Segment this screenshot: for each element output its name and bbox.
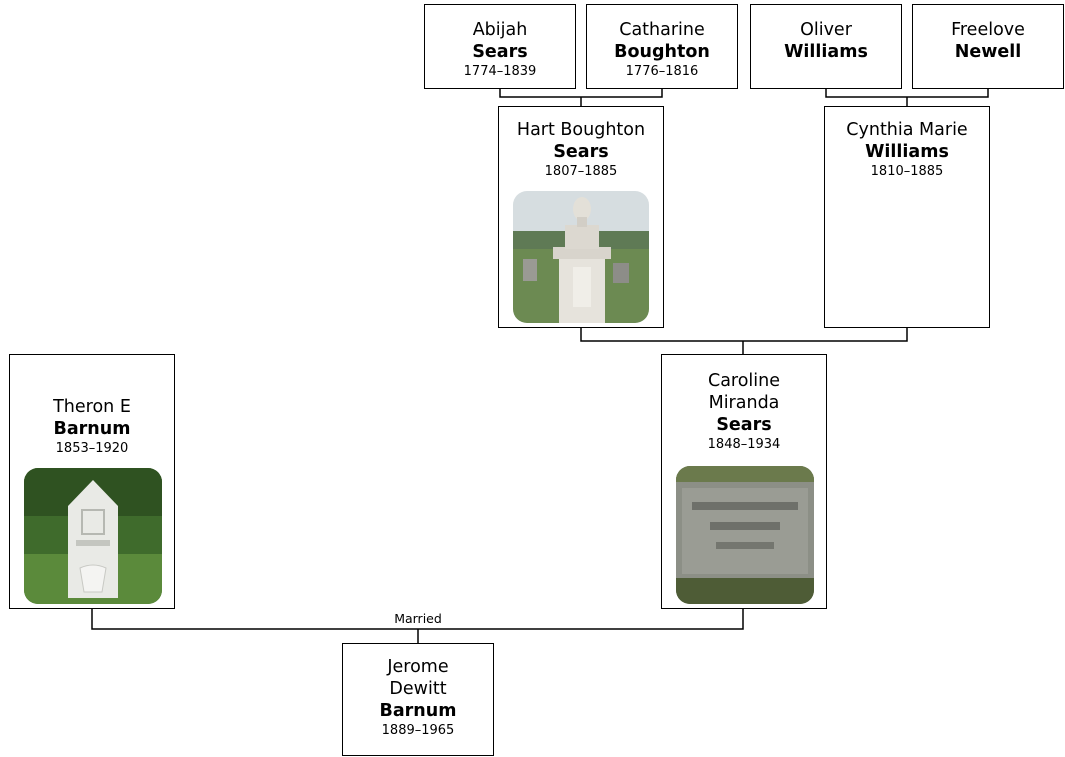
- surname: Barnum: [379, 701, 457, 721]
- given-name: Abijah: [472, 20, 528, 40]
- surname: Newell: [954, 42, 1022, 62]
- given-name: Cynthia Marie: [846, 120, 968, 140]
- life-dates: 1774–1839: [463, 64, 537, 79]
- marriage-label: Married: [394, 611, 442, 626]
- life-dates: 1807–1885: [544, 164, 618, 179]
- gravestone-photo[interactable]: [24, 468, 162, 604]
- person-card-theron-e-barnum[interactable]: Theron E Barnum 1853–1920: [9, 354, 175, 609]
- given-name: Freelove: [951, 20, 1025, 40]
- gravestone-photo[interactable]: [513, 191, 649, 323]
- person-card-jerome-dewitt-barnum[interactable]: Jerome Dewitt Barnum 1889–1965: [342, 643, 494, 756]
- life-dates: 1853–1920: [55, 441, 129, 456]
- surname: Boughton: [614, 42, 710, 62]
- life-dates: 1848–1934: [707, 437, 781, 452]
- person-card-cynthia-marie-williams[interactable]: Cynthia Marie Williams 1810–1885: [824, 106, 990, 328]
- surname: Barnum: [53, 419, 131, 439]
- grave-plaque-image: [676, 466, 814, 604]
- surname: Sears: [716, 415, 772, 435]
- given-name: Oliver: [800, 20, 852, 40]
- person-card-caroline-miranda-sears[interactable]: Caroline Miranda Sears 1848–1934: [661, 354, 827, 609]
- given-name: Caroline Miranda: [707, 371, 781, 413]
- grave-plaque-photo[interactable]: [676, 466, 814, 604]
- given-name: Theron E: [53, 397, 131, 417]
- given-name: Hart Boughton: [516, 120, 646, 140]
- person-card-freelove-newell[interactable]: Freelove Newell: [912, 4, 1064, 89]
- surname: Sears: [472, 42, 528, 62]
- life-dates: 1889–1965: [381, 723, 455, 738]
- life-dates: 1810–1885: [870, 164, 944, 179]
- life-dates: 1776–1816: [625, 64, 699, 79]
- person-card-oliver-williams[interactable]: Oliver Williams: [750, 4, 902, 89]
- person-card-catharine-boughton[interactable]: Catharine Boughton 1776–1816: [586, 4, 738, 89]
- gravestone-image: [24, 468, 162, 604]
- surname: Williams: [784, 42, 868, 62]
- given-name: Jerome Dewitt: [387, 657, 449, 699]
- gravestone-image: [513, 191, 649, 323]
- person-card-abijah-sears[interactable]: Abijah Sears 1774–1839: [424, 4, 576, 89]
- surname: Williams: [865, 142, 949, 162]
- surname: Sears: [553, 142, 609, 162]
- person-card-hart-boughton-sears[interactable]: Hart Boughton Sears 1807–1885: [498, 106, 664, 328]
- given-name: Catharine: [619, 20, 705, 40]
